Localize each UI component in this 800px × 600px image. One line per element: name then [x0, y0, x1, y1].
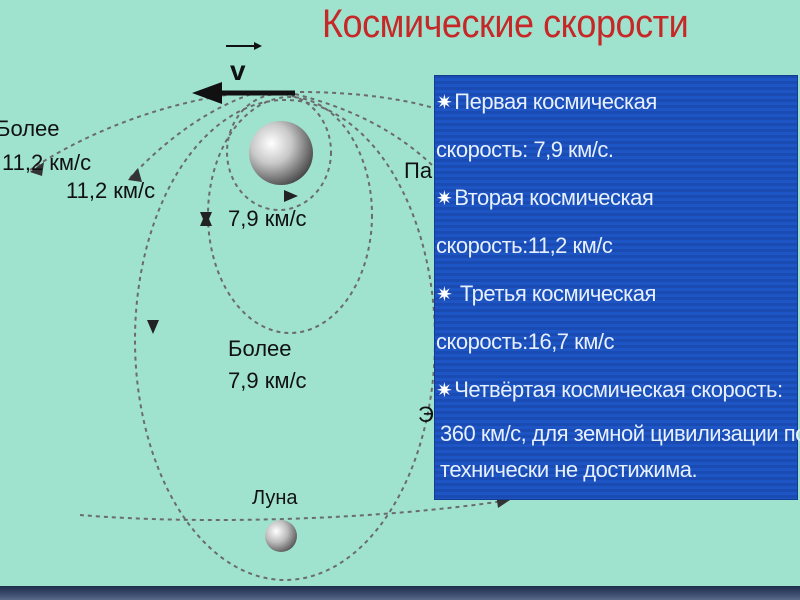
arrow-left-outer — [30, 162, 44, 176]
panel-line: скорость: 7,9 км/с. — [436, 137, 614, 163]
info-panel: ✷Первая космическая скорость: 7,9 км/с. … — [434, 75, 800, 500]
vector-label: v — [230, 55, 246, 86]
label-partial-pa: Па — [404, 158, 433, 183]
panel-line-text: скорость:16,7 км/с — [436, 329, 615, 354]
panel-line: ✷ Третья космическая — [436, 281, 656, 307]
star-icon: ✷ — [436, 380, 453, 402]
escape-curve-right-lower — [294, 93, 433, 166]
panel-line: скорость:11,2 км/с — [436, 233, 613, 259]
velocity-arrow-head — [192, 82, 222, 104]
panel-line: ✷Вторая космическая — [436, 185, 654, 211]
escape-curve-left-inner — [129, 91, 259, 179]
label-more-left: Более — [0, 116, 60, 141]
label-speed-11-2: 11,2 км/с — [66, 178, 155, 203]
elliptical-orbit-small — [207, 96, 373, 334]
label-speed-7-9-lower: 7,9 км/с — [228, 368, 307, 393]
panel-line: ✷Первая космическая — [436, 89, 657, 115]
panel-line-text: Третья космическая — [454, 281, 656, 306]
escape-curve-left-outer — [29, 91, 251, 171]
escape-curve-right-upper — [299, 91, 441, 111]
panel-line-text: скорость:11,2 км/с — [436, 233, 613, 258]
arrow-down-small-b — [200, 212, 212, 226]
moon-orbit-line — [79, 499, 511, 521]
panel-line-text: Первая космическая — [454, 89, 657, 114]
label-speed-7-9: 7,9 км/с — [228, 206, 307, 231]
slide-title: Космические скорости — [322, 2, 689, 46]
panel-line-text: Вторая космическая — [454, 185, 654, 210]
label-speed-11-2-left: 11,2 км/с — [2, 150, 91, 175]
star-icon: ✷ — [436, 188, 453, 210]
panel-line-text: 360 км/с, для земной цивилизации пока — [440, 421, 800, 446]
panel-line: технически не достижима. — [440, 457, 698, 483]
panel-line-text: технически не достижима. — [440, 457, 698, 482]
moon — [265, 520, 297, 552]
arrow-down-large — [147, 320, 159, 334]
label-partial-e: Э — [418, 402, 434, 427]
vector-bar-head — [254, 42, 262, 50]
earth — [249, 121, 313, 185]
footer-bar — [0, 586, 800, 600]
panel-line-text: скорость: 7,9 км/с. — [436, 137, 614, 162]
arrow-right-earth — [284, 190, 298, 202]
star-icon: ✷ — [436, 284, 453, 306]
panel-line: скорость:16,7 км/с — [436, 329, 615, 355]
panel-line: ✷Четвёртая космическая скорость: — [436, 377, 783, 403]
label-more-lower: Более — [228, 336, 292, 361]
panel-line: 360 км/с, для земной цивилизации пока — [440, 421, 800, 447]
star-icon: ✷ — [436, 92, 453, 114]
label-moon: Луна — [252, 487, 298, 509]
arrow-left-inner — [128, 168, 142, 182]
panel-line-text: Четвёртая космическая скорость: — [454, 377, 783, 402]
